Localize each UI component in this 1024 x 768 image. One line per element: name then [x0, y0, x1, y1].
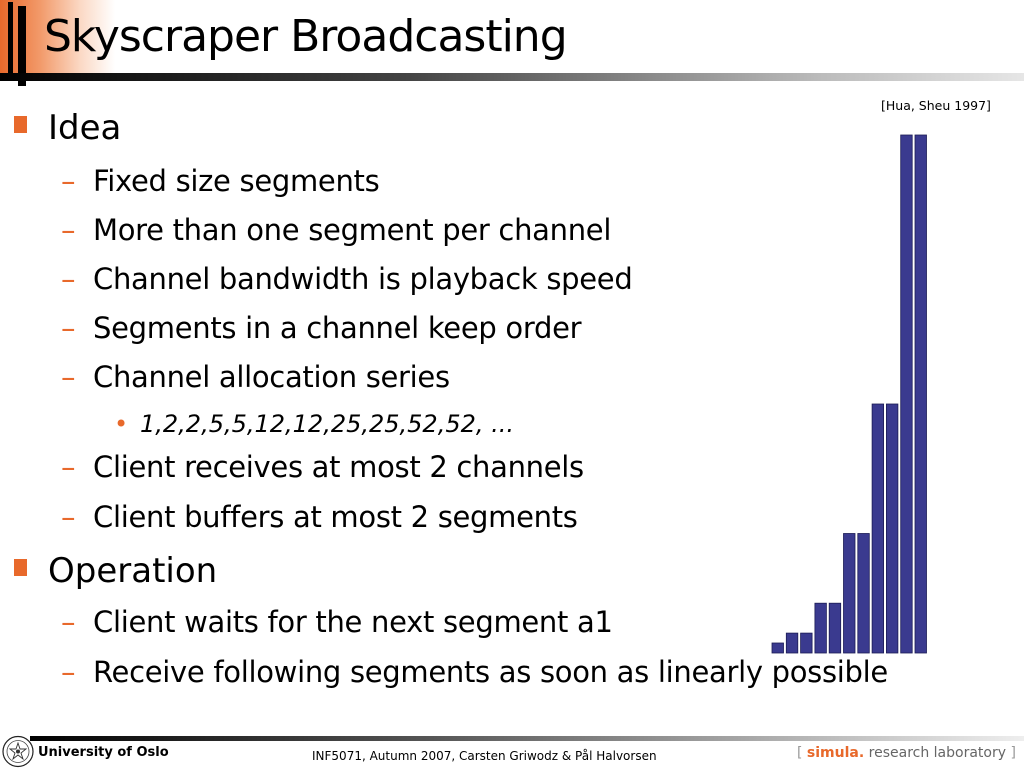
sub-bullet-label: Receive following segments as soon as li…	[93, 655, 888, 689]
square-bullet-icon	[14, 116, 27, 133]
square-bullet-icon	[14, 559, 27, 576]
dash-bullet-icon: –	[61, 262, 76, 296]
bullet-operation: Operation	[14, 551, 218, 591]
sub-bullet-label: Channel bandwidth is playback speed	[93, 262, 633, 296]
dash-bullet-icon: –	[61, 311, 76, 345]
sub-bullet: – Channel bandwidth is playback speed	[61, 261, 633, 297]
chart-bar	[828, 602, 842, 654]
title-rule	[0, 73, 1024, 81]
dash-bullet-icon: –	[61, 164, 76, 198]
sub-bullet-label: Client receives at most 2 channels	[93, 450, 584, 484]
citation: [Hua, Sheu 1997]	[881, 98, 991, 113]
sub-bullet: – Segments in a channel keep order	[61, 310, 582, 346]
dot-bullet-icon: •	[114, 410, 129, 438]
chart-bar	[914, 134, 927, 654]
sub-bullet: – Client receives at most 2 channels	[61, 449, 584, 485]
logo-simula: simula	[806, 745, 859, 761]
title-decor-bar	[8, 2, 13, 80]
dash-bullet-icon: –	[61, 450, 76, 484]
bullet-idea: Idea	[14, 108, 122, 148]
chart-bar	[843, 533, 856, 654]
university-seal-icon	[2, 735, 34, 768]
footer-rule	[30, 736, 1024, 741]
sub-bullet: – Fixed size segments	[61, 163, 380, 199]
chart-bar	[857, 533, 870, 654]
chart-bar	[814, 602, 827, 654]
course-info: INF5071, Autumn 2007, Carsten Griwodz & …	[312, 749, 657, 763]
sub-bullet-label: Segments in a channel keep order	[93, 311, 582, 345]
dash-bullet-icon: –	[61, 605, 76, 639]
sub-bullet-label: Client waits for the next segment a1	[93, 605, 613, 639]
logo-dot: .	[858, 745, 865, 761]
chart-bar	[800, 632, 813, 654]
dash-bullet-icon: –	[61, 213, 76, 247]
dash-bullet-icon: –	[61, 655, 76, 689]
logo-bracket: [	[797, 745, 803, 761]
sub-bullet: – Client waits for the next segment a1	[61, 604, 613, 640]
simula-logo: [ simula. research laboratory ]	[797, 745, 1016, 761]
series-bullet: • 1,2,2,5,5,12,12,25,25,52,52, ...	[114, 409, 515, 439]
skyscraper-bar-chart	[771, 134, 927, 654]
title-decor-bar	[18, 6, 26, 86]
chart-bar	[900, 134, 913, 654]
slide-title: Skyscraper Broadcasting	[44, 11, 568, 62]
chart-bar	[871, 403, 884, 654]
sub-bullet: – Client buffers at most 2 segments	[61, 499, 578, 535]
sub-bullet-label: Channel allocation series	[93, 360, 450, 394]
logo-bracket: ]	[1010, 745, 1016, 761]
chart-bar	[771, 642, 784, 654]
series-label: 1,2,2,5,5,12,12,25,25,52,52, ...	[140, 410, 515, 438]
chart-bar	[886, 403, 899, 654]
university-name: University of Oslo	[38, 745, 169, 760]
sub-bullet-label: Fixed size segments	[93, 164, 380, 198]
sub-bullet: – Receive following segments as soon as …	[61, 654, 888, 690]
bullet-idea-label: Idea	[48, 108, 122, 148]
sub-bullet-label: Client buffers at most 2 segments	[93, 500, 578, 534]
sub-bullet: – More than one segment per channel	[61, 212, 612, 248]
dash-bullet-icon: –	[61, 360, 76, 394]
sub-bullet: – Channel allocation series	[61, 359, 450, 395]
dash-bullet-icon: –	[61, 500, 76, 534]
logo-research-laboratory: research laboratory	[868, 745, 1007, 761]
chart-bar	[785, 632, 799, 654]
bullet-operation-label: Operation	[48, 551, 218, 591]
sub-bullet-label: More than one segment per channel	[93, 213, 612, 247]
